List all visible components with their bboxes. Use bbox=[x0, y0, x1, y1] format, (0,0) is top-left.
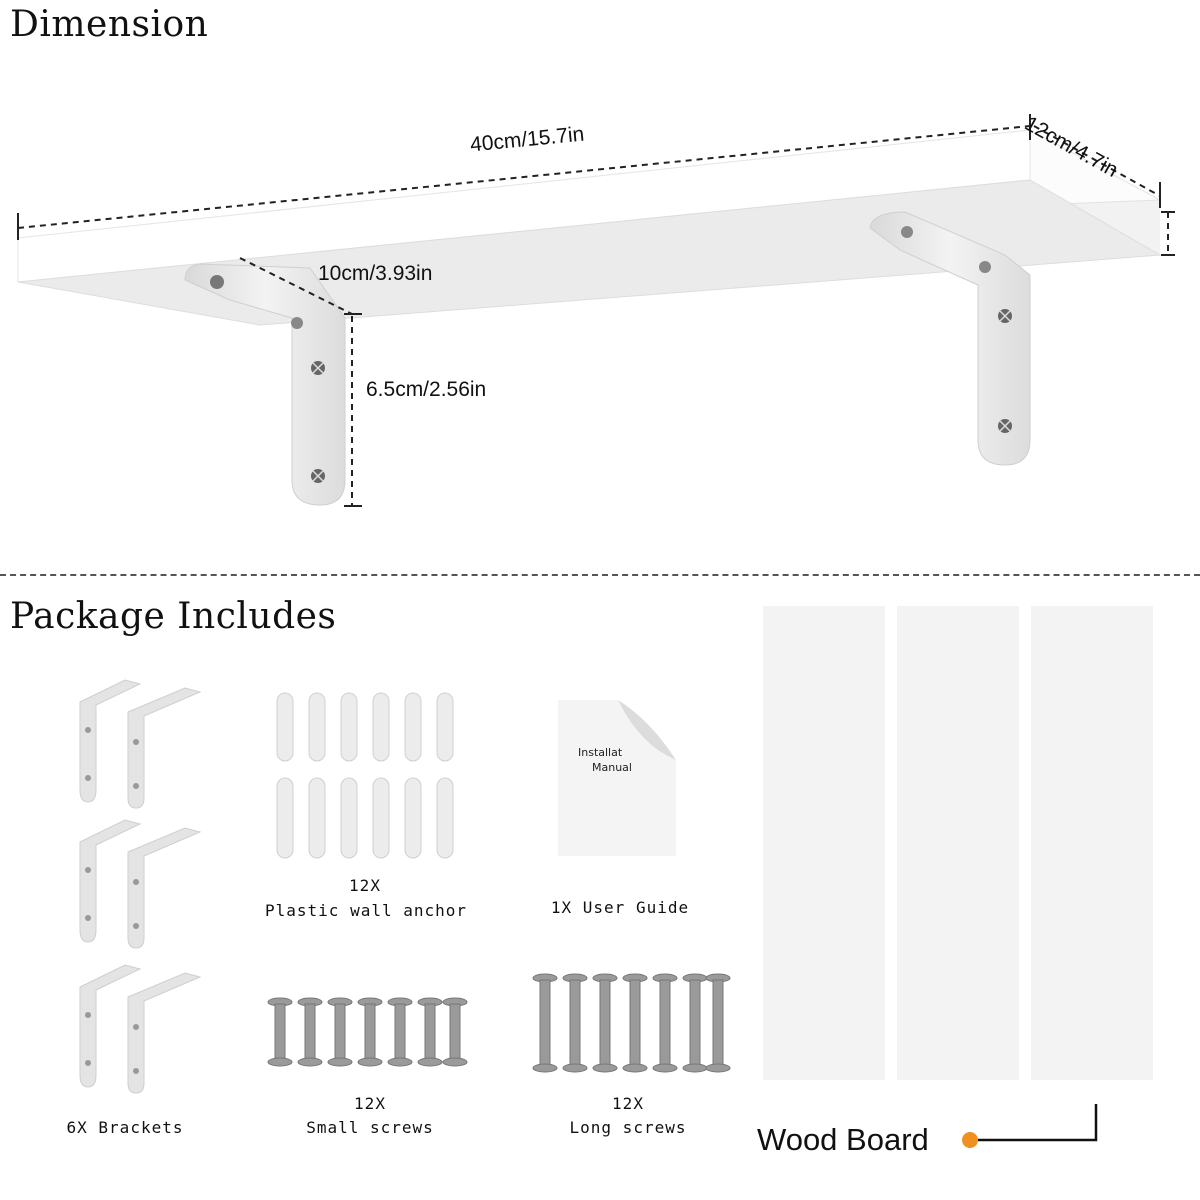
wood-board-label: Wood Board bbox=[757, 1122, 929, 1157]
wood-board-pointer bbox=[962, 1104, 1098, 1148]
left-bracket bbox=[184, 263, 346, 506]
user-guide-booklet bbox=[558, 700, 676, 856]
bracket-height-label: 6.5cm/2.56in bbox=[366, 378, 487, 401]
dimension-lines bbox=[17, 125, 1169, 505]
package-brackets bbox=[79, 679, 202, 1094]
long-screws-label: Long screws bbox=[569, 1118, 687, 1137]
brackets-label: 6X Brackets bbox=[66, 1118, 184, 1137]
wall-anchors-qty: 12X bbox=[349, 876, 381, 895]
long-screws-qty: 12X bbox=[612, 1094, 644, 1113]
small-screws-illustration bbox=[267, 997, 468, 1067]
user-guide-cover-line2: Manual bbox=[592, 761, 632, 774]
wall-anchors-label: Plastic wall anchor bbox=[265, 901, 468, 920]
small-screws-label: Small screws bbox=[306, 1118, 434, 1137]
user-guide-cover-text: Installat Manual bbox=[578, 745, 632, 775]
bracket-depth-label: 10cm/3.93in bbox=[318, 262, 433, 285]
user-guide-cover-line1: Installat bbox=[578, 746, 623, 759]
wall-anchors bbox=[276, 692, 454, 859]
small-screws-qty: 12X bbox=[354, 1094, 386, 1113]
section-divider bbox=[0, 574, 1200, 576]
package-includes-title: Package Includes bbox=[10, 596, 337, 637]
dimension-title: Dimension bbox=[10, 4, 209, 45]
user-guide-label: 1X User Guide bbox=[550, 898, 690, 917]
wood-board-panels bbox=[763, 606, 1153, 1080]
long-screws-illustration bbox=[532, 973, 731, 1073]
right-bracket bbox=[869, 211, 1031, 466]
